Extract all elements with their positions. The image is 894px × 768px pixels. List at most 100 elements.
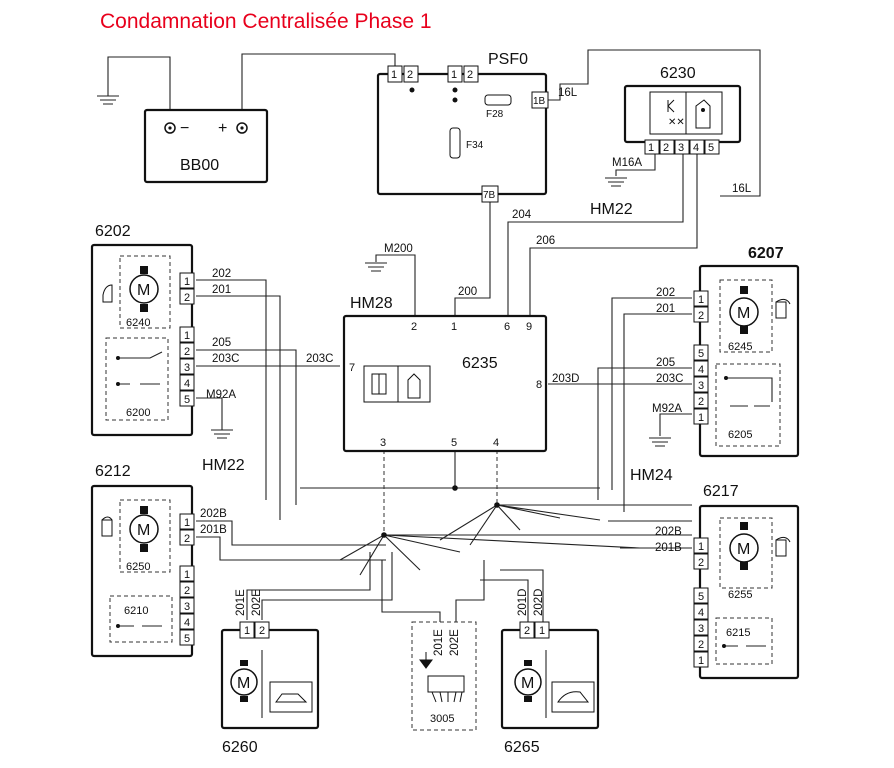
- wire-203c-right-label: 203C: [656, 373, 684, 385]
- switch-6205-icon: [724, 376, 773, 407]
- svg-text:F28: F28: [486, 109, 504, 120]
- svg-text:7B: 7B: [483, 190, 496, 201]
- ground-m16a-label: M16A: [612, 157, 642, 169]
- door-6212: 6212 M 6250 1 2 6210 1 2 3 4 5: [90, 463, 195, 658]
- motor-6265-icon: M: [514, 660, 542, 702]
- svg-text:1: 1: [539, 625, 545, 637]
- wire-202e-label: 202E: [251, 589, 263, 616]
- wire-16l-label-2: 16L: [732, 183, 752, 195]
- svg-text:2: 2: [698, 310, 704, 322]
- wire-202b-label: 202B: [200, 508, 227, 520]
- svg-text:1: 1: [244, 625, 250, 637]
- wire-201-label: 201: [212, 284, 231, 296]
- switch-6200-label: 6200: [126, 407, 150, 419]
- svg-text:2: 2: [184, 533, 190, 545]
- svg-text:2: 2: [184, 346, 190, 358]
- wire-203c-ecu-label: 203C: [306, 353, 334, 365]
- svg-text:4: 4: [693, 142, 699, 154]
- wire-16l-label: 16L: [558, 87, 578, 99]
- wire-204-label: 204: [512, 209, 532, 221]
- svg-text:5: 5: [184, 394, 190, 406]
- svg-text:5: 5: [698, 348, 704, 360]
- arrow-down-icon: [419, 652, 433, 669]
- motor-6265: 2 1 M 201D 202D 6265: [500, 589, 600, 756]
- door-6217: 6217 M 6255 1 2 6215 5 4 3 2 1: [693, 483, 800, 680]
- svg-text:1: 1: [698, 294, 704, 306]
- switch-6230: 6230 ✕✕ 1 2 3 4 5 M16A 16L HM22: [590, 65, 752, 218]
- door-lock-icon: [407, 373, 421, 399]
- battery-minus-label: −: [180, 120, 189, 137]
- fusebox-id: PSF0: [488, 51, 528, 68]
- connector-hm22-top: HM22: [590, 201, 633, 218]
- wire-205-right-label: 205: [656, 357, 675, 369]
- svg-text:1: 1: [184, 276, 190, 288]
- motor-6260: 1 2 M 201E 202E 6260: [220, 589, 320, 756]
- svg-text:1: 1: [698, 541, 704, 553]
- svg-text:2: 2: [698, 396, 704, 408]
- door-6207: 6207 M 6245 1 2 6205 5 4 3 2 1: [693, 245, 800, 458]
- svg-text:3: 3: [698, 623, 704, 635]
- ground-symbol-icon: [97, 95, 119, 105]
- door-6217-id: 6217: [703, 483, 739, 500]
- door-icon: [775, 536, 791, 557]
- door-6202-id: 6202: [95, 223, 131, 240]
- motor-6240-label: 6240: [126, 317, 150, 329]
- svg-text:2: 2: [524, 625, 530, 637]
- door-icon: [102, 284, 113, 303]
- battery-bb00: − + BB00: [97, 95, 269, 184]
- motor-6250-icon: M: [129, 506, 159, 552]
- switch-6210-label: 6210: [124, 605, 148, 617]
- svg-text:M: M: [521, 675, 534, 692]
- battery-plus-label: +: [218, 120, 227, 137]
- svg-text:1: 1: [451, 321, 457, 333]
- door-6202: 6202 M 6240 1 2 6200 1 2 3 4 5: [90, 223, 195, 437]
- ground-symbol-icon: [211, 429, 233, 439]
- svg-text:1: 1: [451, 69, 457, 81]
- svg-text:5: 5: [698, 591, 704, 603]
- light-3005: 201E 202E 3005: [411, 621, 477, 731]
- svg-text:M: M: [737, 305, 750, 322]
- interior-light-icon: [427, 675, 465, 703]
- svg-text:3: 3: [698, 380, 704, 392]
- svg-text:5: 5: [451, 437, 457, 449]
- switch-6205-label: 6205: [728, 429, 752, 441]
- door-icon: [775, 298, 791, 319]
- light-3005-id: 3005: [430, 713, 454, 725]
- wire-202d-label: 202D: [533, 589, 545, 617]
- svg-text:5: 5: [708, 142, 714, 154]
- car-hatch-icon: [551, 681, 595, 713]
- wire-201b-label: 201B: [200, 524, 227, 536]
- svg-text:1: 1: [391, 69, 397, 81]
- svg-text:F34: F34: [466, 140, 484, 151]
- svg-text:2: 2: [407, 69, 413, 81]
- svg-text:1: 1: [184, 517, 190, 529]
- svg-text:7: 7: [349, 362, 355, 374]
- svg-text:1: 1: [184, 330, 190, 342]
- motor-6265-id: 6265: [504, 739, 540, 756]
- switch-6215-icon: [722, 644, 766, 648]
- svg-text:3: 3: [380, 437, 386, 449]
- svg-text:1: 1: [184, 569, 190, 581]
- ground-m92a-right-label: M92A: [652, 403, 682, 415]
- door-6212-id: 6212: [95, 463, 131, 480]
- motor-6260-id: 6260: [222, 739, 258, 756]
- ground-symbol-icon: [605, 177, 627, 187]
- wire-206-label: 206: [536, 235, 555, 247]
- motor-6250-label: 6250: [126, 561, 150, 573]
- motor-6245-label: 6245: [728, 341, 752, 353]
- motor-6255-icon: M: [729, 522, 759, 570]
- fuse-f28: [484, 94, 512, 106]
- ground-symbol-icon: [365, 262, 387, 272]
- svg-text:4: 4: [184, 378, 190, 390]
- connector-hm28-label: HM28: [350, 295, 393, 312]
- svg-text:4: 4: [184, 617, 190, 629]
- switch-6200-icon: [116, 351, 163, 386]
- svg-text:3: 3: [184, 362, 190, 374]
- connector-hm22-left: HM22: [202, 457, 245, 474]
- svg-text:M: M: [137, 282, 150, 299]
- wire-202-right-label: 202: [656, 287, 675, 299]
- svg-text:2: 2: [184, 292, 190, 304]
- motor-6260-icon: M: [230, 660, 258, 702]
- svg-text:M: M: [137, 522, 150, 539]
- svg-text:4: 4: [698, 607, 704, 619]
